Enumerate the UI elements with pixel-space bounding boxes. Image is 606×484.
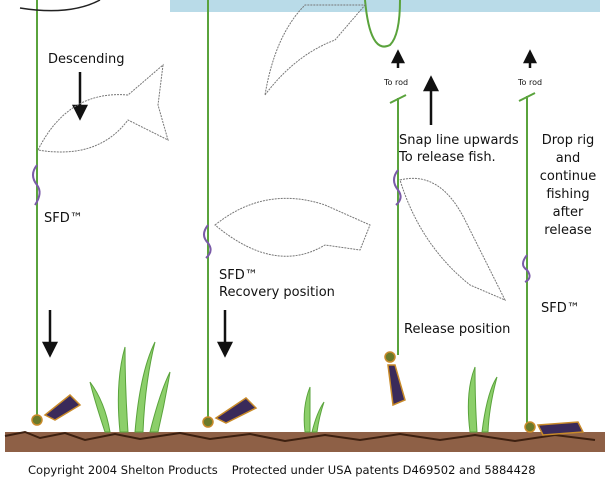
seabed bbox=[4, 430, 605, 452]
sfd-label-3: SFD™ bbox=[541, 301, 580, 316]
lure-icon bbox=[31, 351, 585, 436]
footer: Copyright 2004 Shelton Products Protected… bbox=[28, 463, 536, 477]
recovery-position-label: Recovery position bbox=[219, 285, 335, 300]
drop-rig-text: Drop rig bbox=[541, 133, 595, 148]
seaweed bbox=[89, 341, 498, 433]
drop-rig-text: fishing bbox=[546, 187, 590, 202]
to-rod-label-2: To rod bbox=[518, 78, 543, 87]
patents-text: Protected under USA patents D469502 and … bbox=[231, 463, 536, 477]
drop-rig-text: continue bbox=[539, 169, 597, 184]
snap-line-text-2: To release fish. bbox=[399, 150, 496, 165]
drop-rig-text: release bbox=[544, 223, 592, 238]
sfd-clip-icon bbox=[32, 164, 531, 283]
drop-rig-label: Drop rig and continue fishing after rele… bbox=[536, 132, 600, 240]
sfd-label-2: SFD™ bbox=[219, 268, 258, 283]
release-position-label: Release position bbox=[404, 322, 511, 337]
snap-line-label: Snap line upwards To release fish. bbox=[399, 132, 519, 166]
drop-rig-text: after bbox=[552, 205, 584, 220]
copyright-text: Copyright 2004 Shelton Products bbox=[28, 463, 218, 477]
fish-illustration bbox=[37, 4, 507, 301]
to-rod-label-1: To rod bbox=[384, 78, 409, 87]
water-surface bbox=[170, 0, 600, 12]
arrow-icons bbox=[41, 49, 538, 358]
descending-label: Descending bbox=[48, 52, 125, 67]
sfd-label-1: SFD™ bbox=[44, 211, 83, 226]
drop-rig-text: and bbox=[555, 151, 581, 166]
snap-line-text-1: Snap line upwards bbox=[399, 133, 519, 148]
